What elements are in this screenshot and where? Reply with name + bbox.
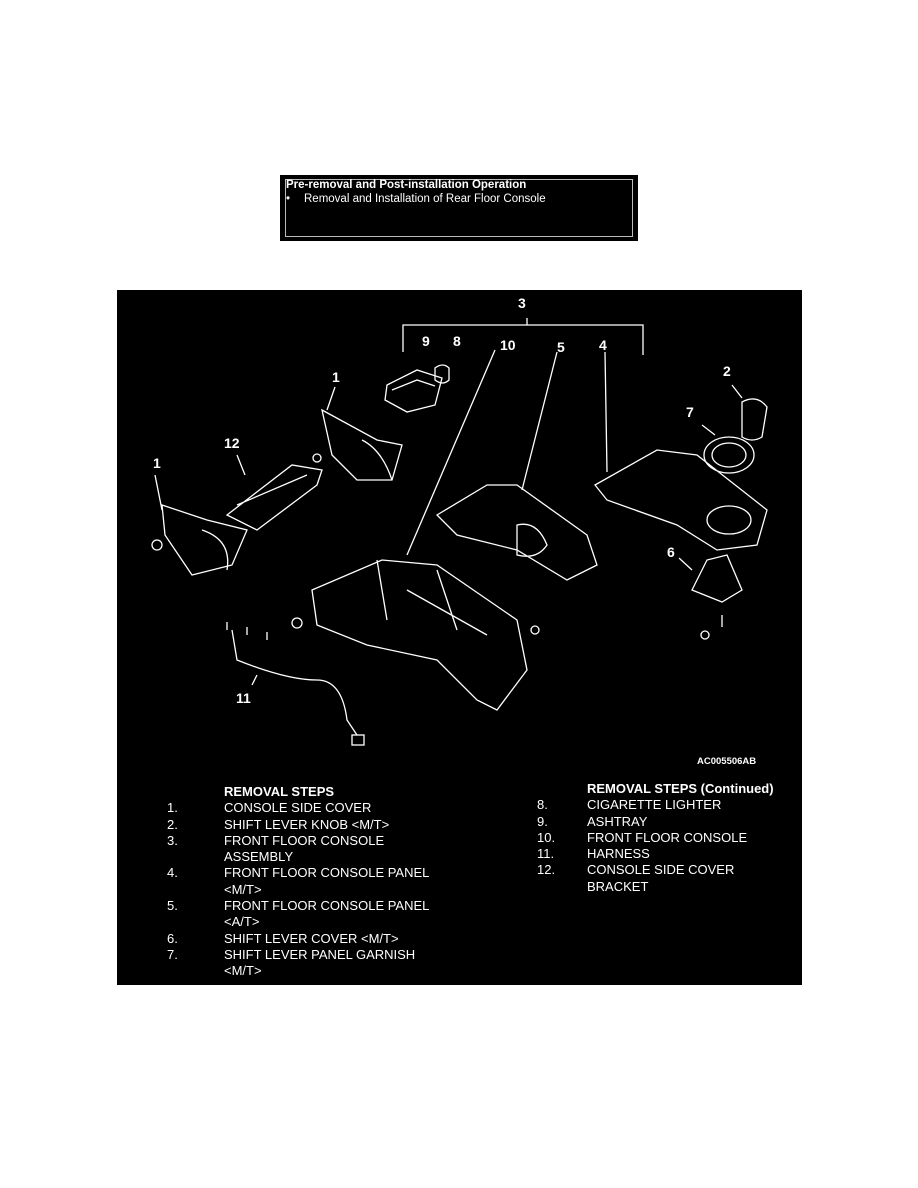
- callout-9: 9: [422, 333, 430, 349]
- step-item: 9. ASHTRAY: [537, 814, 802, 830]
- steps-heading: REMOVAL STEPS: [224, 784, 335, 799]
- step-number: 8.: [537, 797, 548, 813]
- side-cover-lower: [161, 504, 248, 576]
- callout-5: 5: [557, 339, 565, 355]
- step-text: FRONT FLOOR CONSOLE: [587, 829, 748, 845]
- figure-code: AC005506AB: [697, 756, 757, 767]
- step-item: 4. FRONT FLOOR CONSOLE PANEL <M/T>: [167, 865, 454, 898]
- shift-knob-shape: [741, 398, 768, 441]
- step-number: 11.: [537, 846, 555, 862]
- step-text: CONSOLE SIDE COVER: [224, 800, 372, 816]
- removal-steps-left: REMOVAL STEPS 1. CONSOLE SIDE COVER 2. SHI…: [167, 784, 454, 980]
- assembly-bracket: [402, 318, 644, 355]
- pre-removal-border: [285, 179, 633, 237]
- step-text: FRONT FLOOR CONSOLE ASSEMBLY: [224, 832, 385, 865]
- step-item: 2. SHIFT LEVER KNOB <M/T>: [167, 817, 454, 833]
- step-number: 3.: [167, 832, 178, 848]
- step-text: ASHTRAY: [587, 813, 648, 829]
- screw: [151, 539, 163, 551]
- step-number: 7.: [167, 946, 178, 962]
- shift-cover-shape: [691, 554, 743, 627]
- step-text: SHIFT LEVER COVER <M/T>: [224, 930, 399, 946]
- callout-10: 10: [500, 337, 516, 353]
- step-item: 3. FRONT FLOOR CONSOLE ASSEMBLY: [167, 833, 454, 866]
- side-cover-bracket: [225, 464, 323, 531]
- pre-removal-box: Pre-removal and Post-installation Operat…: [280, 175, 638, 241]
- garnish-ring: [703, 436, 755, 474]
- step-item: 5. FRONT FLOOR CONSOLE PANEL <A/T>: [167, 898, 454, 931]
- front-console-shape: [311, 559, 528, 711]
- console-exploded-diagram: [151, 318, 768, 746]
- step-text: •: [286, 193, 291, 205]
- callout-4: 4: [599, 337, 607, 353]
- step-text: SHIFT LEVER KNOB <M/T>: [224, 816, 390, 832]
- callout-11: 11: [236, 690, 251, 706]
- step-number: 2.: [167, 816, 178, 832]
- step-number: 1.: [167, 800, 178, 816]
- step-item: 8. CIGARETTE LIGHTER: [537, 797, 802, 813]
- step-text: SHIFT LEVER PANEL GARNISH <M/T>: [224, 946, 416, 979]
- pre-removal-title: Pre-removal and Post-installation Operat…: [286, 179, 527, 191]
- step-number: 12.: [537, 862, 556, 878]
- steps-heading: REMOVAL STEPS (Continued): [587, 781, 774, 796]
- leader-lines: [154, 349, 743, 686]
- step-item: 7. SHIFT LEVER PANEL GARNISH <M/T>: [167, 947, 454, 980]
- callout-3: 3: [518, 295, 526, 311]
- step-number: 4.: [167, 865, 178, 881]
- ashtray-shape: [384, 369, 443, 413]
- step-text: CIGARETTE LIGHTER: [587, 797, 722, 813]
- harness-shape: [226, 622, 358, 736]
- callout-2: 2: [723, 363, 731, 379]
- step-text: Removal and Installation of Rear Floor C…: [304, 193, 546, 205]
- step-text: HARNESS: [587, 846, 650, 862]
- step-text: FRONT FLOOR CONSOLE PANEL <M/T>: [224, 865, 429, 897]
- callout-8: 8: [453, 333, 461, 349]
- step-number: 6.: [167, 930, 178, 946]
- lighter-shape: [434, 364, 450, 384]
- step-item: 10. FRONT FLOOR CONSOLE: [537, 830, 802, 846]
- harness-connector: [351, 734, 365, 746]
- diagram-panel: 3 9 8 10 5 4 1 2 7 12 1 6 11 AC005506AB …: [117, 290, 802, 985]
- step-number: 10.: [537, 829, 556, 845]
- callout-1-upper: 1: [332, 369, 340, 385]
- step-item: 11. HARNESS: [537, 846, 802, 862]
- step-item: 6. SHIFT LEVER COVER <M/T>: [167, 931, 454, 947]
- step-number: 5.: [167, 898, 178, 914]
- side-cover-upper: [321, 408, 403, 481]
- step-item: 1. CONSOLE SIDE COVER: [167, 800, 454, 816]
- step-number: 9.: [537, 813, 548, 829]
- callout-6: 6: [667, 544, 675, 560]
- step-item: 12. CONSOLE SIDE COVER BRACKET: [537, 862, 802, 895]
- step-text: CONSOLE SIDE COVER BRACKET: [587, 862, 735, 894]
- pre-removal-item: • Removal and Installation of Rear Floor …: [286, 193, 546, 205]
- console-panel-at: [435, 484, 598, 581]
- console-panel-mt: [594, 449, 768, 551]
- callout-12: 12: [224, 435, 240, 451]
- removal-steps-right: REMOVAL STEPS (Continued) 8. CIGARETTE LI…: [537, 781, 802, 895]
- step-text: FRONT FLOOR CONSOLE PANEL <A/T>: [224, 898, 429, 930]
- callout-7: 7: [686, 404, 694, 420]
- callout-1-lower: 1: [153, 455, 161, 471]
